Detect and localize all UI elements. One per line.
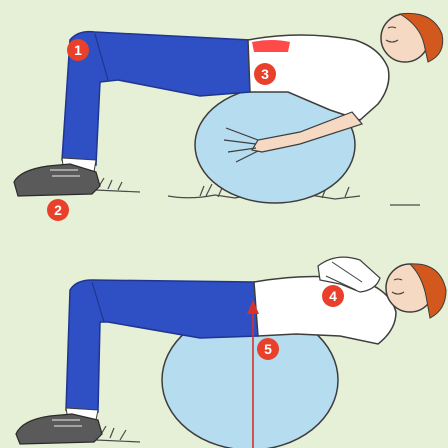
marker-5: 5 [257,338,279,360]
svg-text:4: 4 [329,288,337,304]
svg-text:1: 1 [74,42,82,58]
svg-text:5: 5 [264,341,272,357]
shoe-bottom [16,414,102,444]
svg-text:2: 2 [54,202,62,218]
marker-1: 1 [67,39,89,61]
top-panel: 1 2 3 [14,13,443,221]
bottom-panel: 4 5 [16,257,446,448]
shoe-top [14,164,100,196]
marker-4: 4 [322,285,344,307]
marker-3: 3 [254,63,276,85]
lower-back-highlight [252,40,290,52]
svg-text:3: 3 [261,66,269,82]
marker-2: 2 [47,199,69,221]
